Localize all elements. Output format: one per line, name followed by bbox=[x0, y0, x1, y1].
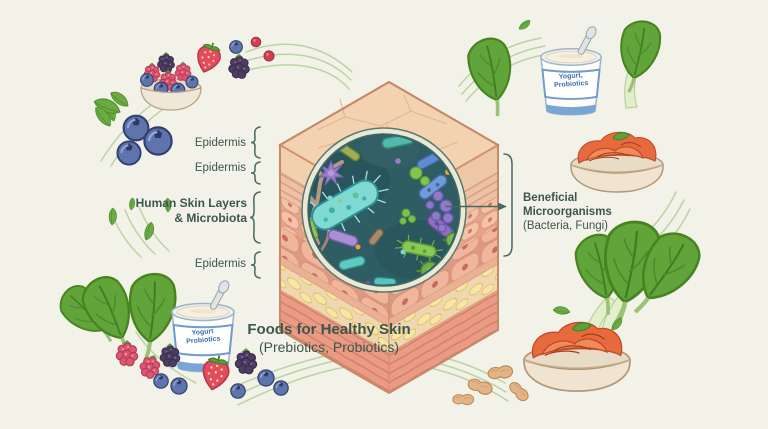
label-skin-layers-line1: Human Skin Layers bbox=[135, 196, 247, 210]
yogurt-cup-icon bbox=[539, 24, 603, 116]
microbe-lens-icon bbox=[301, 127, 467, 293]
label-skin-layers-line2: & Microbiota bbox=[174, 210, 247, 225]
red-currant-icon bbox=[250, 36, 262, 48]
label-beneficial-line1: Beneficial bbox=[523, 192, 578, 204]
arrow-head bbox=[498, 202, 507, 211]
red-currant-icon bbox=[263, 50, 275, 62]
label-epidermis-2: Epidermis bbox=[194, 162, 246, 174]
strawberry-icon bbox=[192, 38, 225, 77]
blackberry-icon bbox=[227, 54, 251, 80]
spinach-leaves-icon bbox=[51, 269, 176, 364]
label-epidermis-1: Epidermis bbox=[194, 137, 246, 149]
label-foods-line2: (Prebiotics, Probiotics) bbox=[258, 339, 400, 356]
label-beneficial-line3: (Bacteria, Fungi) bbox=[523, 220, 609, 233]
bok-choy-bunch-icon bbox=[552, 218, 707, 341]
berry-bowl-icon bbox=[140, 52, 202, 111]
blueberry-icon bbox=[229, 40, 243, 54]
leaf-icon bbox=[516, 19, 533, 32]
label-beneficial-line2: Microorganisms bbox=[523, 206, 612, 219]
spinach-leaf-icon bbox=[462, 33, 523, 122]
label-epidermis-3: Epidermis bbox=[194, 258, 246, 270]
yogurt-cup-icon bbox=[171, 278, 235, 373]
peanuts-icon bbox=[451, 363, 532, 407]
label-foods-line1: Foods for Healthy Skin bbox=[247, 321, 411, 338]
annotation-lines bbox=[249, 126, 513, 279]
kimchi-bowl-icon bbox=[523, 321, 631, 392]
bok-choy-icon bbox=[611, 16, 665, 109]
label-beneficial-microorganisms: Beneficial Microorganisms (Bacteria, Fun… bbox=[523, 191, 643, 233]
label-foods: Foods for Healthy Skin (Prebiotics, Prob… bbox=[229, 321, 429, 356]
label-skin-layers: Human Skin Layers & Microbiota bbox=[110, 196, 247, 225]
kimchi-bowl-icon bbox=[570, 131, 664, 193]
